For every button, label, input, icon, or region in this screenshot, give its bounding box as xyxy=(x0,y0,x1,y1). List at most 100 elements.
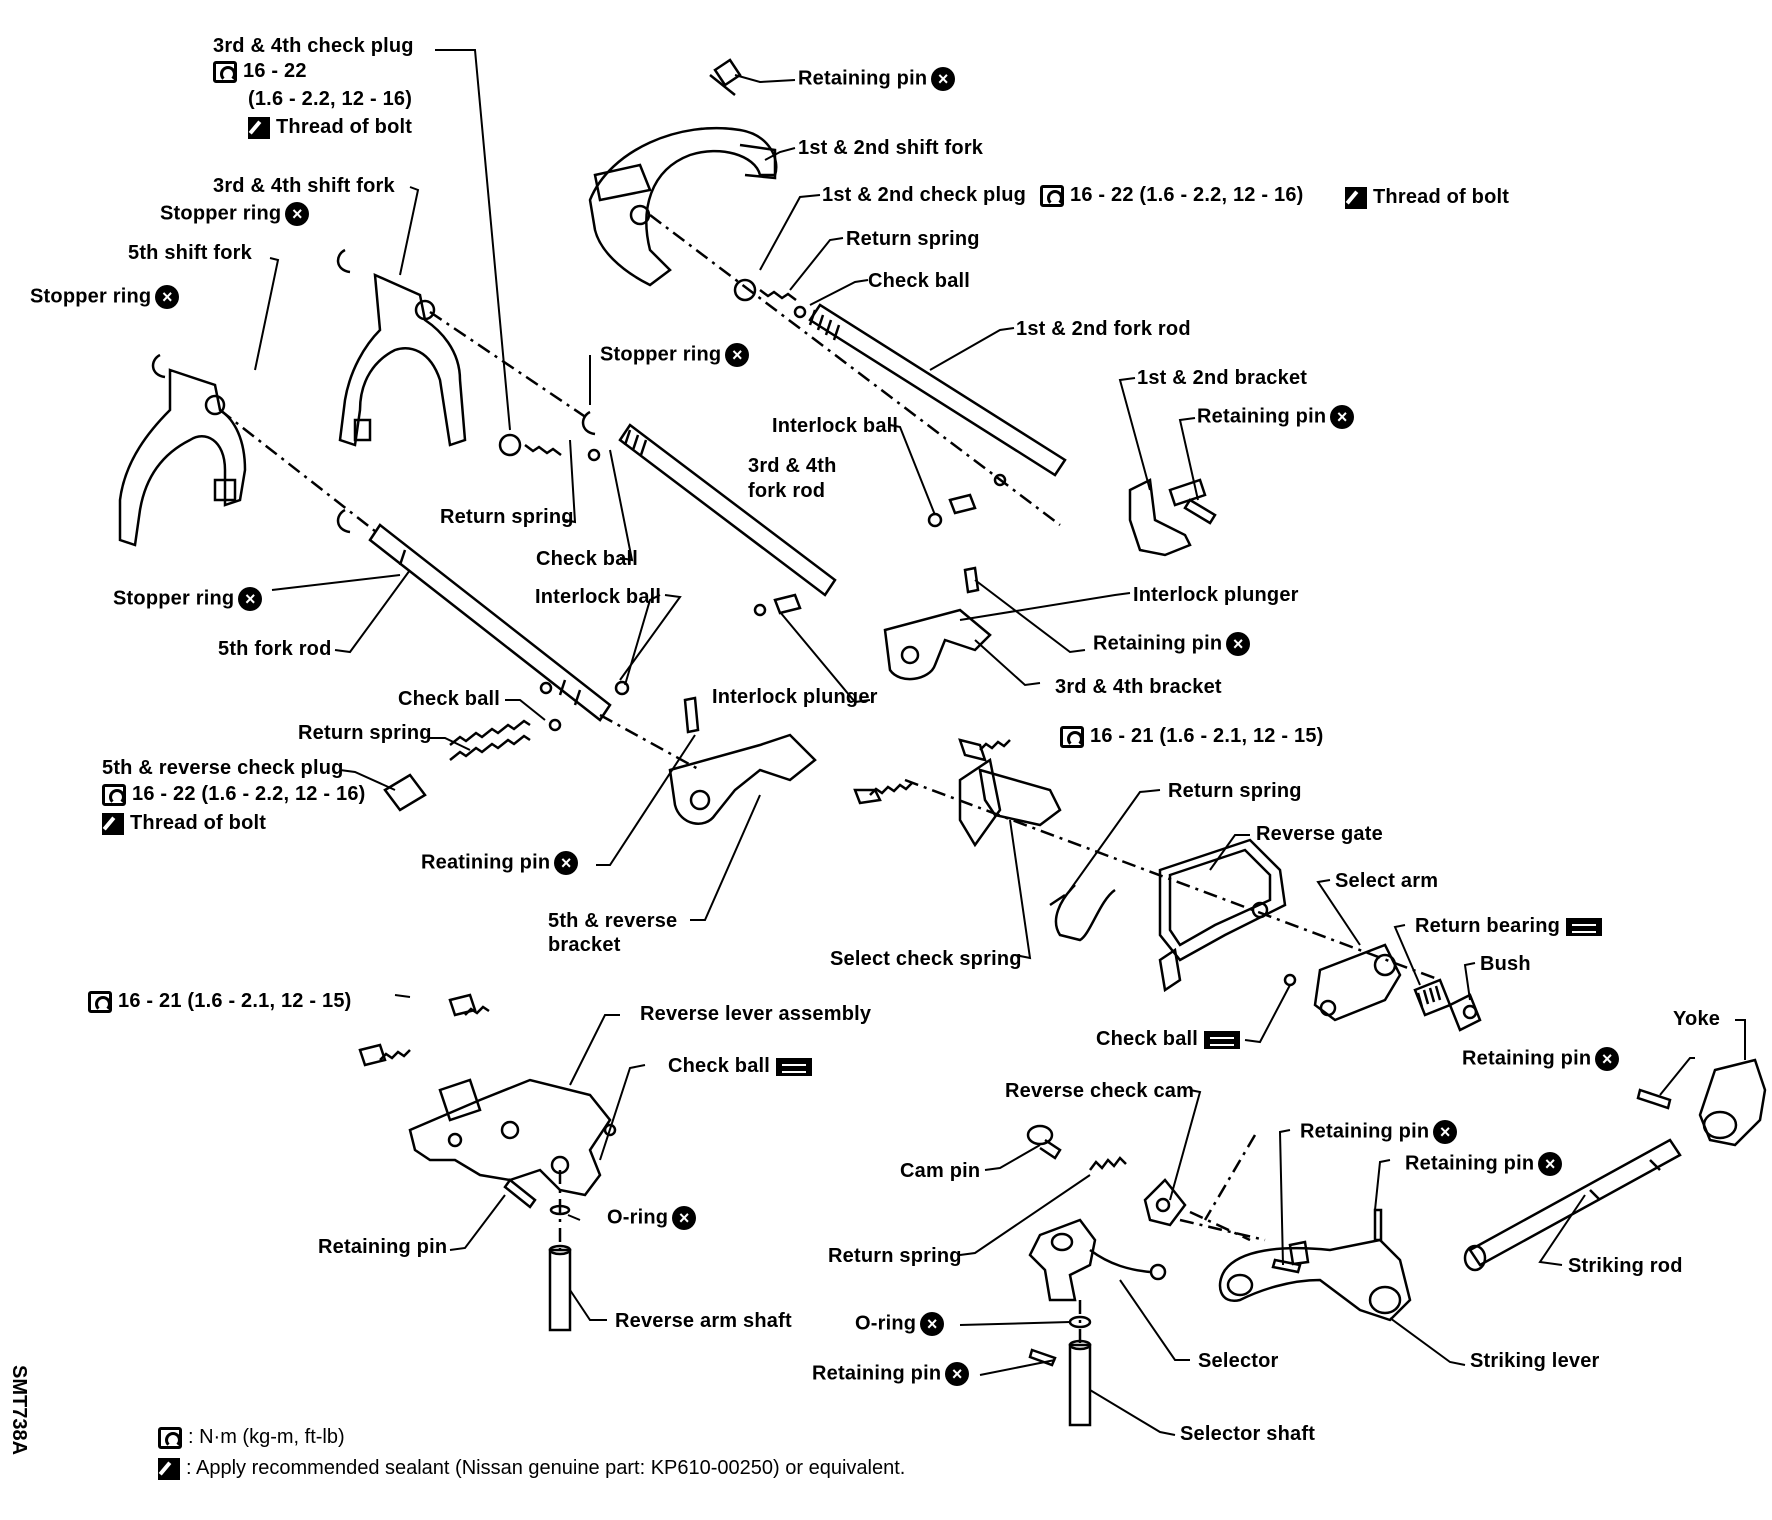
label-check-ball-5: Check ball xyxy=(398,688,501,710)
x-circle-icon: × xyxy=(1226,632,1251,656)
grease-icon xyxy=(1204,1030,1241,1049)
label-yoke: Yoke xyxy=(1673,1008,1721,1030)
bracket-12-part xyxy=(1128,478,1207,557)
sealant-icon xyxy=(102,812,124,835)
label-reverse-lever-assembly: Reverse lever assembly xyxy=(640,1003,872,1025)
shift-fork-34-part xyxy=(338,272,467,447)
x-circle-icon: × xyxy=(238,587,263,611)
label-selector: Selector xyxy=(1198,1350,1279,1372)
label-return-spring-5: Return spring xyxy=(298,722,432,744)
label-fork-rod-5: 5th fork rod xyxy=(218,638,332,660)
label-torque-12-plug: 16 - 22 (1.6 - 2.2, 12 - 16) xyxy=(1040,184,1304,207)
label-retaining-pin-12: Retaining pin× xyxy=(1197,405,1355,429)
grease-icon xyxy=(1566,917,1603,936)
sealant-icon xyxy=(158,1457,180,1480)
label-shift-fork-5: 5th shift fork xyxy=(128,242,252,264)
x-circle-icon: × xyxy=(920,1312,945,1336)
label-torque-34-plug-b: (1.6 - 2.2, 12 - 16) xyxy=(248,88,413,110)
bush-part xyxy=(1448,993,1482,1032)
x-circle-icon: × xyxy=(285,202,310,226)
label-bracket-5r-b: bracket xyxy=(548,934,621,956)
label-bracket-5r-a: 5th & reverse xyxy=(548,910,678,932)
bracket-34-part xyxy=(883,566,992,681)
label-selector-shaft: Selector shaft xyxy=(1180,1423,1316,1445)
label-return-spring-sel: Return spring xyxy=(828,1245,962,1267)
label-fork-rod-34-b: fork rod xyxy=(748,480,826,502)
label-check-plug-5r: 5th & reverse check plug xyxy=(102,757,344,779)
reverse-arm-shaft-part xyxy=(548,1244,572,1332)
label-return-spring-34: Return spring xyxy=(440,506,574,528)
label-retaining-pin-sel-a: Retaining pin× xyxy=(1300,1120,1458,1144)
torque-wrench-icon xyxy=(1060,725,1084,748)
label-thread-12: Thread of bolt xyxy=(1345,186,1509,209)
x-circle-icon: × xyxy=(1538,1152,1563,1176)
label-retaining-pin-top: Retaining pin× xyxy=(798,67,956,91)
reverse-gate-part xyxy=(1158,838,1287,993)
label-stopper-ring-d: Stopper ring× xyxy=(113,587,263,611)
label-torque-rev: 16 - 21 (1.6 - 2.1, 12 - 15) xyxy=(88,990,352,1013)
label-check-ball-gate: Check ball xyxy=(1096,1028,1241,1050)
sealant-icon xyxy=(1345,186,1367,209)
label-interlock-plunger-a: Interlock plunger xyxy=(1133,584,1299,606)
label-interlock-plunger-b: Interlock plunger xyxy=(712,686,878,708)
shift-fork-5-part xyxy=(118,368,247,547)
stopper-ring-d-part xyxy=(336,508,351,534)
label-retaining-pin-34: Retaining pin× xyxy=(1093,632,1251,656)
torque-wrench-icon xyxy=(88,990,112,1013)
label-retaining-pin-5r: Reatining pin× xyxy=(421,851,579,875)
label-shift-fork-34: 3rd & 4th shift fork xyxy=(213,175,395,197)
label-select-check-spring: Select check spring xyxy=(830,948,1022,970)
stopper-ring-c-part xyxy=(581,410,596,436)
striking-rod-part xyxy=(1463,1138,1682,1272)
label-thread-5r: Thread of bolt xyxy=(102,812,266,835)
x-circle-icon: × xyxy=(672,1206,697,1230)
label-fork-rod-34-a: 3rd & 4th xyxy=(748,455,837,477)
grease-icon xyxy=(776,1057,813,1076)
label-retaining-pin-rev: Retaining pin xyxy=(318,1236,448,1258)
legend-sealant: : Apply recommended sealant (Nissan genu… xyxy=(158,1457,905,1480)
label-retaining-pin-sel-b: Retaining pin× xyxy=(1405,1152,1563,1176)
label-stopper-ring-b: Stopper ring× xyxy=(30,285,180,309)
label-retaining-pin-sel-c: Retaining pin× xyxy=(812,1362,970,1386)
label-torque-gate: 16 - 21 (1.6 - 2.1, 12 - 15) xyxy=(1060,725,1324,748)
label-select-arm: Select arm xyxy=(1335,870,1439,892)
selector-part xyxy=(1028,1218,1167,1302)
label-reverse-gate: Reverse gate xyxy=(1256,823,1383,845)
label-check-ball-rev: Check ball xyxy=(668,1055,813,1077)
label-return-spring-12: Return spring xyxy=(846,228,980,250)
label-interlock-ball-b: Interlock ball xyxy=(535,586,662,608)
label-bracket-34: 3rd & 4th bracket xyxy=(1055,676,1222,698)
label-striking-rod: Striking rod xyxy=(1568,1255,1683,1277)
yoke-part xyxy=(1636,1058,1767,1147)
label-return-bearing: Return bearing xyxy=(1415,915,1603,937)
label-bush: Bush xyxy=(1480,953,1531,975)
label-reverse-check-cam: Reverse check cam xyxy=(1005,1080,1195,1102)
o-ring-rev-part xyxy=(549,1204,571,1216)
label-stopper-ring-a: Stopper ring× xyxy=(160,202,310,226)
label-shift-fork-12: 1st & 2nd shift fork xyxy=(798,137,984,159)
label-check-plug-12: 1st & 2nd check plug xyxy=(822,184,1027,206)
label-stopper-ring-c: Stopper ring× xyxy=(600,343,750,367)
torque-wrench-icon xyxy=(1040,184,1064,207)
leader-lines xyxy=(254,49,1746,1436)
label-return-spring-gate: Return spring xyxy=(1168,780,1302,802)
label-torque-34-plug-a: 16 - 22 xyxy=(213,60,307,83)
fork-rod-34-part xyxy=(498,423,837,696)
label-bracket-12: 1st & 2nd bracket xyxy=(1137,367,1308,389)
label-fork-rod-12: 1st & 2nd fork rod xyxy=(1016,318,1191,340)
torque-wrench-icon xyxy=(213,60,237,83)
label-check-plug-34: 3rd & 4th check plug xyxy=(213,35,414,57)
label-o-ring-sel: O-ring× xyxy=(855,1312,945,1336)
shift-fork-12-part xyxy=(588,58,778,287)
label-torque-5r: 16 - 22 (1.6 - 2.2, 12 - 16) xyxy=(102,783,366,806)
sealant-icon xyxy=(248,116,270,139)
x-circle-icon: × xyxy=(554,851,579,875)
return-spring-gate-part xyxy=(1049,884,1116,942)
stopper-ring-a-part xyxy=(336,248,351,274)
select-arm-part xyxy=(1283,943,1402,1022)
label-o-ring-rev: O-ring× xyxy=(607,1206,697,1230)
label-retaining-pin-yoke: Retaining pin× xyxy=(1462,1047,1620,1071)
label-interlock-ball-a: Interlock ball xyxy=(772,415,899,437)
x-circle-icon: × xyxy=(155,285,180,309)
